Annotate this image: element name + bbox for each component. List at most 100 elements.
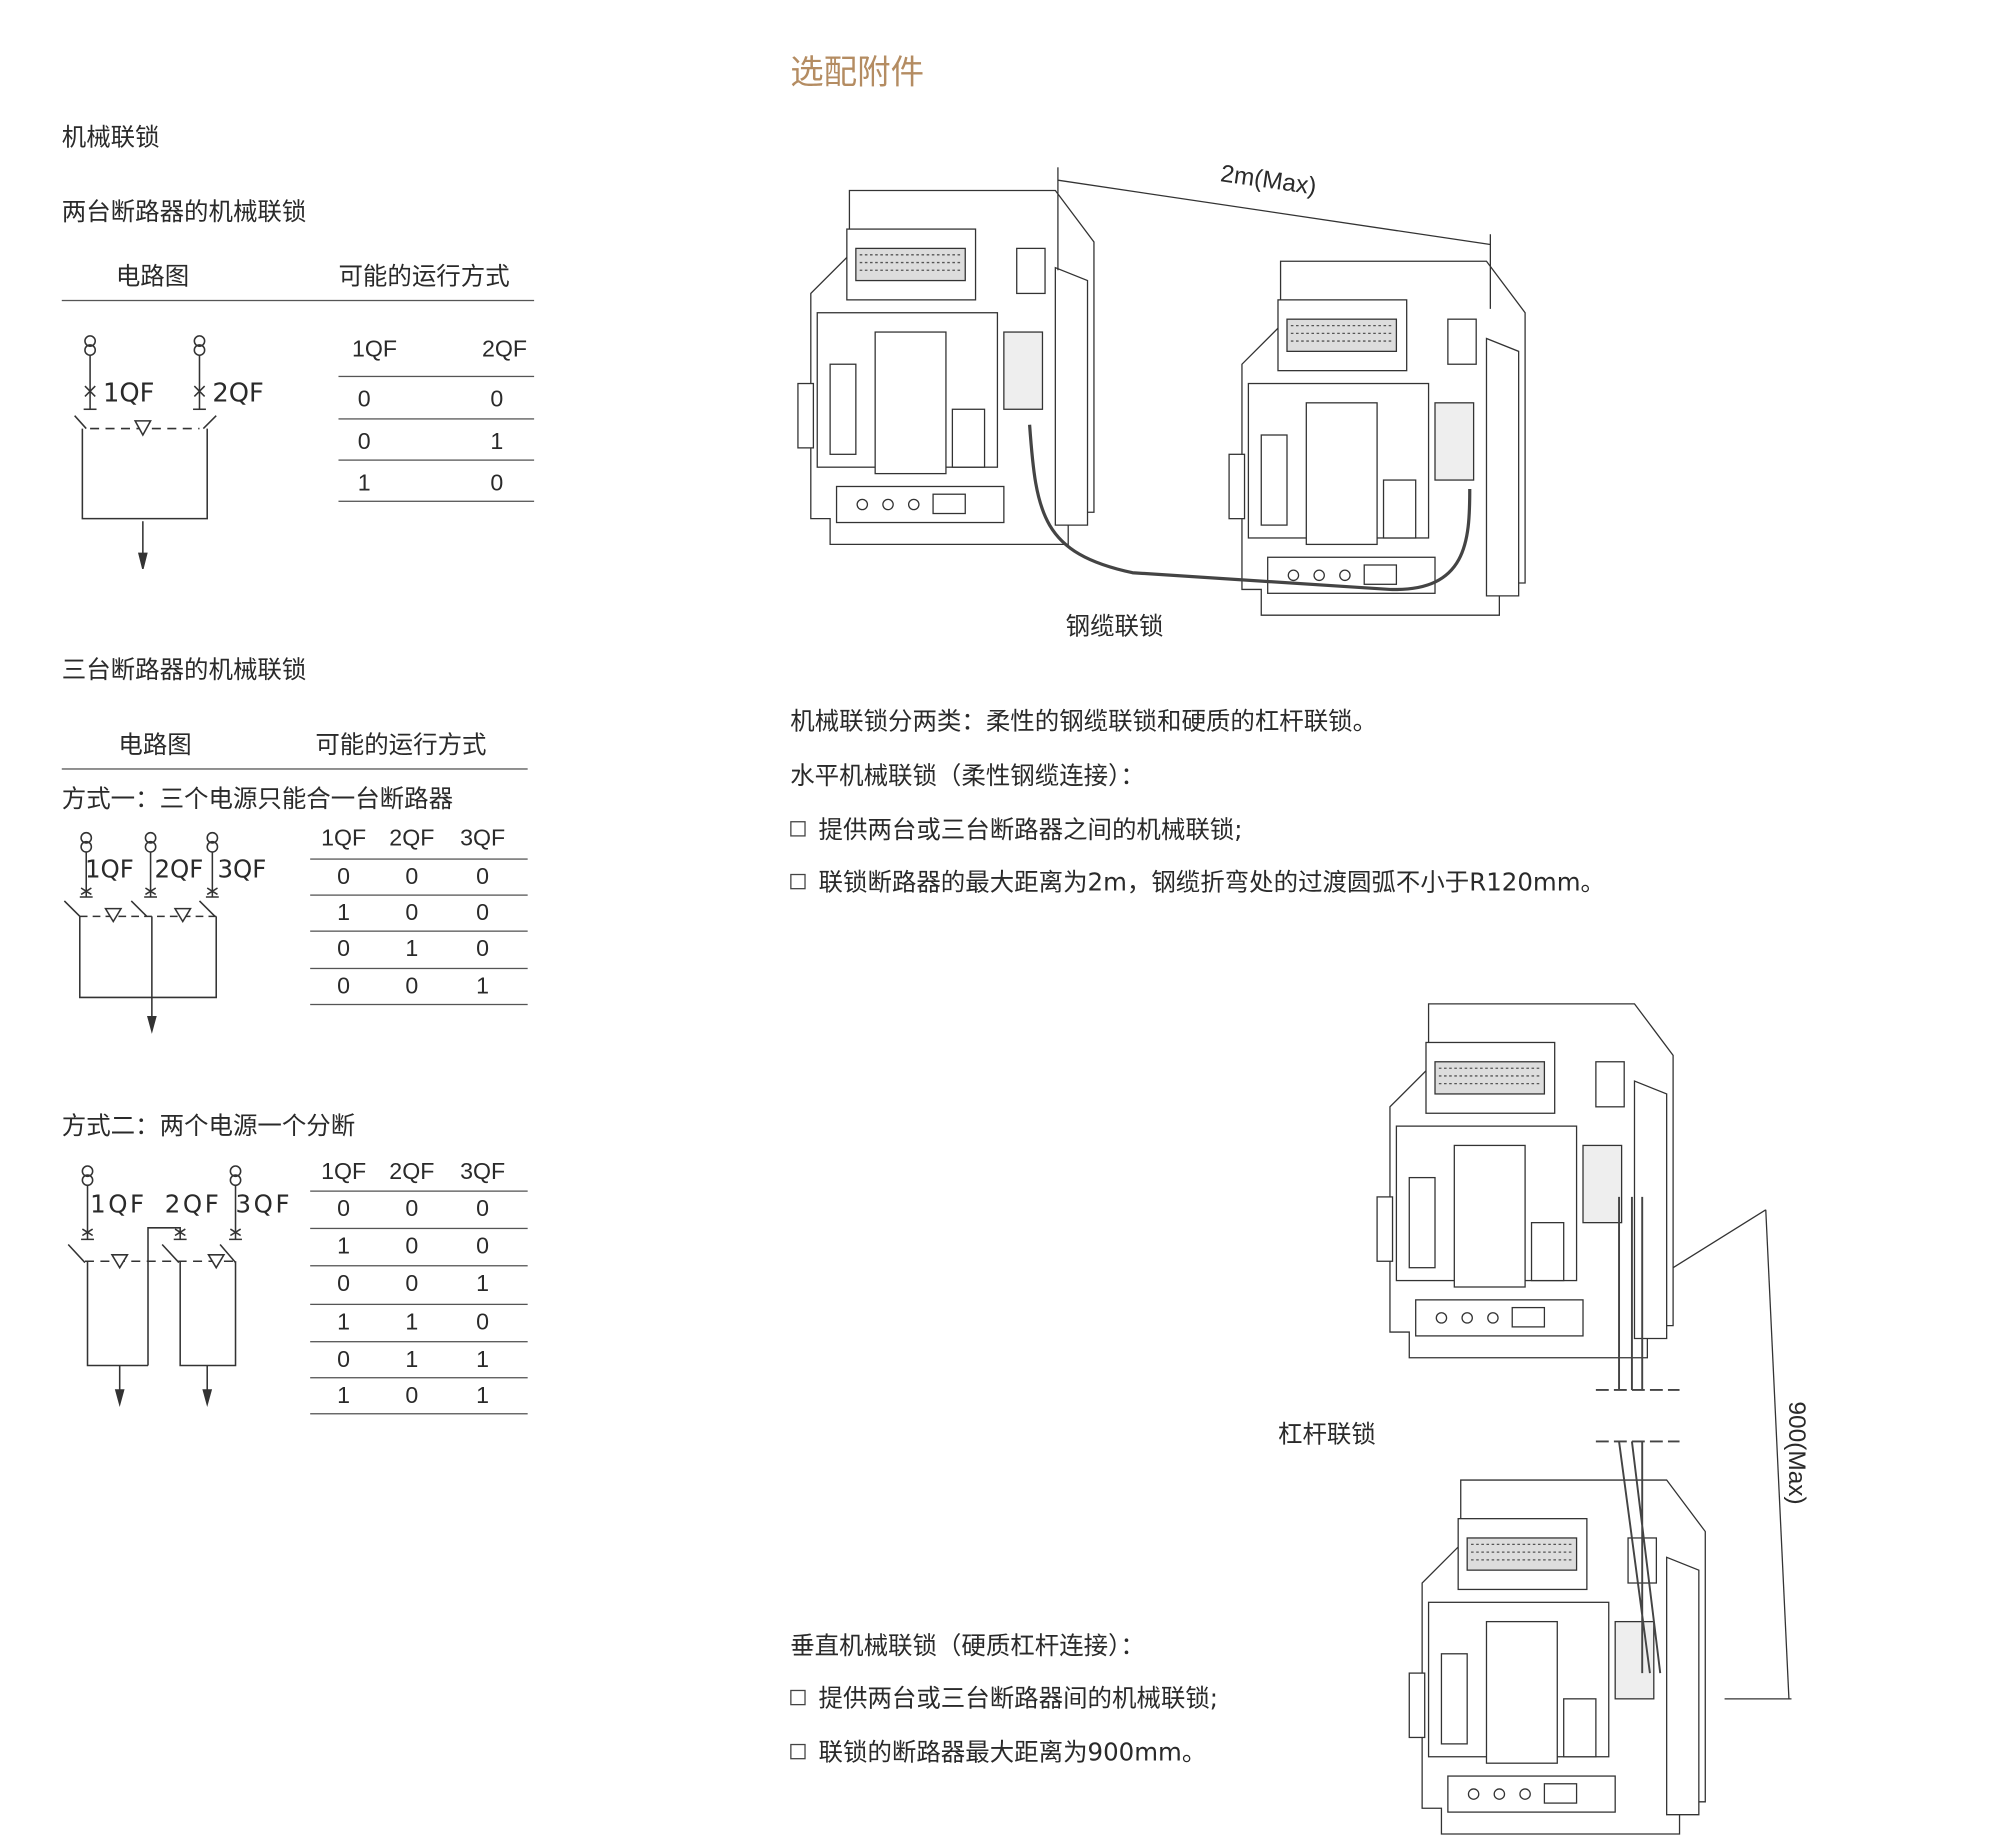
cell: 0 (405, 1195, 419, 1222)
breaker-label: 2QF (164, 1190, 222, 1219)
breaker-label: 1QF (84, 855, 134, 885)
bullet-text: 联锁的断路器最大距离为900mm。 (818, 1738, 1207, 1768)
cell: 1 (405, 935, 419, 962)
col-diagram-label: 电路图 (115, 262, 190, 291)
cell: 0 (337, 1270, 351, 1297)
cell: 0 (405, 1232, 419, 1259)
row-divider (310, 858, 528, 860)
circuit-diagram-three-mode2 (67, 1165, 242, 1408)
col-modes-label: 可能的运行方式 (315, 731, 487, 760)
cable-caption: 钢缆联锁 (1065, 612, 1164, 641)
bullet-text: 联锁断路器的最大距离为2m，钢缆折弯处的过渡圆弧不小于R120mm。 (818, 868, 1606, 898)
col-header: 1QF (321, 1158, 367, 1185)
col-header: 1QF (351, 335, 398, 362)
three-breaker-heading: 三台断路器的机械联锁 (61, 656, 307, 685)
cell: 1 (337, 1232, 351, 1259)
cell: 0 (337, 863, 351, 890)
cell: 1 (405, 1308, 419, 1335)
cell: 0 (405, 1270, 419, 1297)
row-divider (310, 1003, 528, 1006)
cell: 1 (337, 899, 351, 926)
row-divider (310, 1227, 528, 1230)
bullet-text: 提供两台或三台断路器间的机械联锁; (818, 1684, 1219, 1713)
breaker-label: 1QF (90, 1190, 147, 1219)
cell: 0 (476, 1195, 490, 1222)
dimension-900-label: 900(Max) (1782, 1401, 1810, 1505)
cell: 1 (476, 1346, 490, 1372)
breaker-illustration (797, 189, 1095, 546)
cell: 0 (476, 935, 490, 962)
two-breaker-heading: 两台断路器的机械联锁 (61, 198, 307, 227)
col-header: 3QF (460, 824, 506, 851)
cell: 1 (476, 1382, 490, 1408)
section-heading: 机械联锁 (61, 123, 160, 152)
cell: 1 (476, 972, 490, 999)
cell: 0 (476, 863, 490, 890)
bullet-square-icon (790, 1743, 806, 1760)
row-divider (310, 1190, 528, 1192)
breaker-illustration (1408, 1479, 1706, 1835)
breaker-label: 2QF (154, 855, 204, 885)
row-divider (310, 1303, 528, 1306)
cell: 1 (476, 1270, 490, 1297)
row-divider (310, 1341, 528, 1343)
lever-caption: 杠杆联锁 (1277, 1420, 1376, 1450)
cell: 0 (490, 469, 504, 496)
steel-cable (1027, 424, 1472, 592)
row-divider (310, 930, 528, 932)
cell: 0 (490, 386, 504, 412)
cell: 0 (476, 899, 490, 926)
col-header: 2QF (481, 335, 528, 362)
cell: 0 (405, 899, 419, 926)
col-modes-label: 可能的运行方式 (338, 262, 510, 291)
cell: 0 (337, 935, 351, 962)
mode1-title: 方式一：三个电源只能合一台断路器 (61, 785, 454, 814)
row-divider (310, 1413, 528, 1415)
bullet-text: 提供两台或三台断路器之间的机械联锁; (818, 815, 1243, 845)
bullet-square-icon (790, 821, 806, 837)
cell: 1 (490, 428, 504, 455)
cell: 0 (357, 386, 371, 412)
col-header: 3QF (460, 1158, 506, 1185)
col-header: 2QF (389, 1158, 435, 1185)
bullet-square-icon (790, 873, 806, 890)
page-title: 选配附件 (790, 54, 925, 93)
cell: 0 (357, 428, 371, 455)
bullet-item: 联锁的断路器最大距离为900mm。 (790, 1734, 1206, 1769)
cell: 1 (405, 1346, 419, 1372)
row-divider (310, 1377, 528, 1379)
breaker-illustration (1228, 260, 1526, 616)
breaker-label: 3QF (217, 855, 267, 885)
divider (61, 299, 535, 302)
col-header: 1QF (321, 824, 367, 851)
circuit-diagram-two (74, 335, 217, 570)
cell: 0 (337, 972, 351, 999)
cell: 0 (476, 1232, 490, 1259)
cell: 0 (405, 1382, 419, 1408)
breaker-label: 2QF (212, 377, 264, 408)
breaker-label: 1QF (102, 377, 155, 408)
mode2-title: 方式二：两个电源一个分断 (61, 1111, 356, 1141)
row-divider (310, 894, 528, 896)
cell: 1 (357, 469, 371, 496)
breaker-illustration (1376, 1003, 1674, 1359)
circuit-diagram-three-mode1 (63, 831, 219, 1034)
cell: 0 (405, 863, 419, 890)
cable-subtitle: 水平机械联锁（柔性钢缆连接）： (790, 761, 1145, 791)
bullet-item: 提供两台或三台断路器之间的机械联锁; (790, 811, 1242, 846)
bullet-square-icon (790, 1689, 806, 1706)
row-divider (310, 967, 528, 970)
cell: 0 (337, 1195, 351, 1222)
cell: 1 (337, 1382, 351, 1408)
col-diagram-label: 电路图 (118, 731, 192, 760)
col-header: 2QF (389, 824, 435, 851)
dimension-line-900 (1672, 1209, 1792, 1700)
cell: 0 (476, 1308, 490, 1335)
dimension-line-2m (1057, 167, 1491, 309)
bullet-item: 联锁断路器的最大距离为2m，钢缆折弯处的过渡圆弧不小于R120mm。 (790, 864, 1605, 899)
intro-text: 机械联锁分两类：柔性的钢缆联锁和硬质的杠杆联锁。 (790, 707, 1378, 737)
bullet-item: 提供两台或三台断路器间的机械联锁; (790, 1680, 1218, 1715)
lever-subtitle: 垂直机械联锁（硬质杠杆连接）： (790, 1631, 1145, 1661)
